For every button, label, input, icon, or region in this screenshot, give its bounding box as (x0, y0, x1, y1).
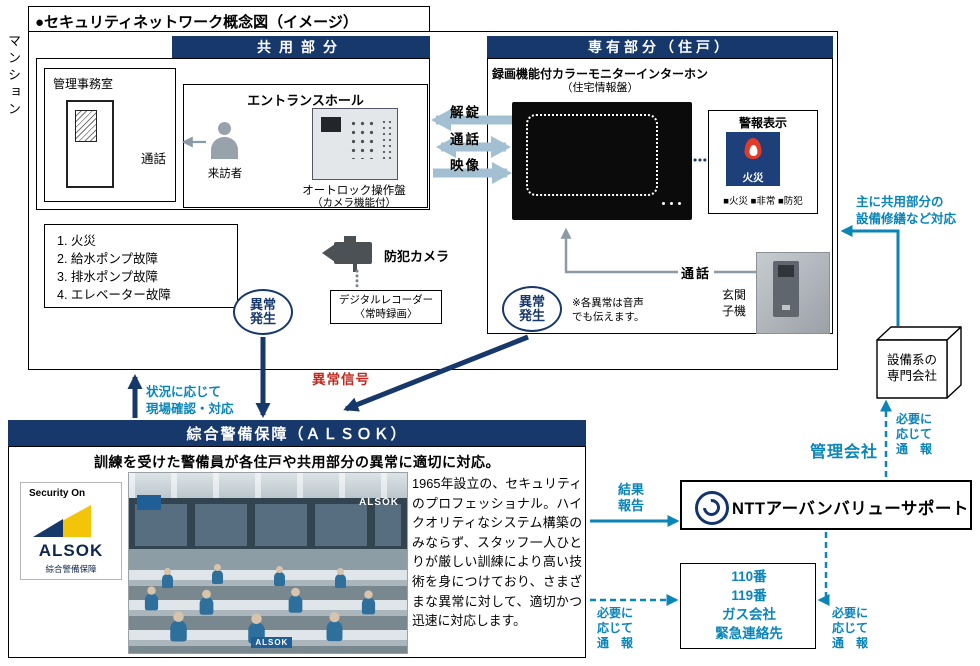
alsok-description: 1965年設立の、セキュリティのプロフェッショナル。ハイクオリティなシステム構築… (412, 476, 582, 629)
alsok-logo: Security On ALSOK 綜合警備保障 (20, 482, 122, 580)
panel-buttons-icon (349, 119, 377, 159)
facility-note-label: 主に共用部分の 設備修繕など対応 (856, 195, 957, 226)
operator-figure (212, 564, 224, 585)
operator-figure (288, 587, 303, 613)
alsok-logo-company: 綜合警備保障 (45, 564, 97, 574)
operator-figure (144, 586, 158, 611)
ntt-logo-icon (695, 491, 729, 525)
emergency-label: 110番 119番 ガス会社 緊急連絡先 (715, 569, 783, 641)
common-alert-badge: 異常 発生 (233, 289, 293, 335)
alsok-logo-navy-icon (33, 519, 63, 537)
photo-midground (129, 548, 407, 574)
security-camera-top-icon (344, 236, 356, 242)
ntt-emergency-dashed-arrow (817, 532, 830, 606)
result-report-label: 結果 報告 (618, 482, 645, 513)
alarm-display-label: 警報表示 (738, 116, 787, 130)
operator-figure (170, 611, 188, 642)
report-as-needed-label-left: 必要に 応じて 通 報 (597, 606, 634, 650)
ntt-box: NTTアーバンバリューサポート (680, 480, 972, 530)
alarm-signal-label: 異常信号 (312, 372, 370, 387)
operator-figure (334, 567, 346, 588)
fault-item: 1. 火災 (57, 234, 96, 248)
common-area-header: 共用部分 (172, 36, 430, 58)
visitor-icon (218, 122, 231, 135)
talk-label: 通話 (450, 132, 481, 147)
facility-repair-arrow (840, 225, 900, 326)
office-call-label: 通話 (141, 152, 167, 166)
photo-desk-label: ALSOK (251, 637, 293, 648)
door-station-label: 玄関 子機 (722, 288, 747, 318)
entrance-label: エントランスホール (247, 93, 364, 108)
autolock-panel-icon (312, 108, 398, 180)
emergency-box: 110番 119番 ガス会社 緊急連絡先 (680, 563, 816, 649)
photo-ceiling (129, 473, 407, 502)
alarm-legend: ■火災 ■非常 ■防犯 (723, 196, 803, 207)
door-window-icon (75, 110, 97, 142)
alsok-logo-security-on: Security On (29, 488, 86, 499)
fault-item: 3. 排水ポンプ故障 (57, 270, 159, 284)
fault-item: 4. エレベーター故障 (57, 288, 171, 302)
unlock-label: 解錠 (450, 105, 481, 120)
page-title: ●セキュリティネットワーク概念図（イメージ） (35, 14, 358, 31)
flame-icon (744, 138, 762, 159)
operator-figure (273, 566, 285, 586)
panel-camera-screen-icon (321, 117, 341, 132)
alsok-header-label: 綜合警備保障（ＡＬＳＯＫ） (186, 425, 408, 443)
management-company-label: 管理会社 (810, 444, 879, 461)
door-station-unit-icon (773, 261, 799, 317)
door-station-photo (756, 252, 830, 334)
facility-company-label: 設備系の 専門会社 (886, 353, 937, 383)
video-label: 映像 (450, 158, 481, 173)
site-response-label: 状況に応じて 現場確認・対応 (146, 385, 234, 416)
alsok-headline: 訓練を受けた警備員が各住戸や共用部分の異常に適切に対応。 (94, 454, 500, 470)
autolock-panel-sublabel: （カメラ機能付） (312, 197, 396, 209)
private-area-header-label: 専有部分（住戸） (588, 39, 732, 55)
recorder-box: デジタルレコーダー 〈常時録画〉 (330, 290, 442, 324)
alsok-header: 綜合警備保障（ＡＬＳＯＫ） (8, 420, 586, 446)
control-room-photo: ALSOK ALSOK (128, 472, 408, 654)
office-label: 管理事務室 (53, 77, 114, 91)
fire-alarm-tile: 火災 (726, 132, 780, 186)
door-call-label: 通話 (678, 263, 715, 282)
report-as-needed-label-right: 必要に 応じて 通 報 (832, 606, 869, 650)
security-camera-label: 防犯カメラ (384, 249, 450, 264)
panel-speaker-icon (381, 119, 393, 159)
operator-figure (361, 590, 375, 615)
security-camera-body-icon (334, 242, 372, 264)
operator-figure (326, 612, 343, 642)
report-as-needed-label-up: 必要に 応じて 通 報 (896, 412, 933, 456)
voice-note: ※各異常は音声 でも伝えます。 (572, 297, 645, 323)
fault-list-box: 1. 火災 2. 給水ポンプ故障 3. 排水ポンプ故障 4. エレベーター故障 (44, 224, 238, 308)
alsok-logo-name: ALSOK (38, 541, 104, 560)
private-alert-badge: 異常 発生 (502, 286, 562, 332)
fault-item: 2. 給水ポンプ故障 (57, 252, 159, 266)
photo-screen-wall (129, 498, 407, 553)
interphone-monitor (512, 102, 692, 220)
visitor-label: 来訪者 (207, 168, 243, 180)
interphone-caption: 録画機能付カラーモニターインターホン (492, 67, 709, 81)
title-box: ●セキュリティネットワーク概念図（イメージ） (28, 6, 430, 32)
common-area-header-label: 共用部分 (257, 39, 345, 55)
monitor-screen-icon (526, 114, 658, 196)
autolock-panel-label: オートロック操作盤 (302, 185, 406, 197)
monitor-leds-icon (662, 202, 665, 205)
security-camera-mount-icon (353, 264, 357, 272)
door-icon (66, 100, 114, 188)
operator-figure (199, 589, 214, 615)
private-area-header: 専有部分（住戸） (487, 36, 833, 58)
operator-figure (162, 567, 174, 588)
visitor-body-icon (211, 137, 238, 159)
ntt-label: NTTアーバンバリューサポート (732, 500, 969, 518)
photo-screen-label: ALSOK (359, 497, 399, 508)
fire-tile-label: 火災 (742, 172, 764, 184)
photo-wall-logo-icon (137, 495, 161, 510)
security-camera-icon (322, 244, 335, 262)
mansion-side-label: マンション (6, 34, 21, 119)
interphone-subcaption: （住宅情報盤） (561, 82, 639, 94)
